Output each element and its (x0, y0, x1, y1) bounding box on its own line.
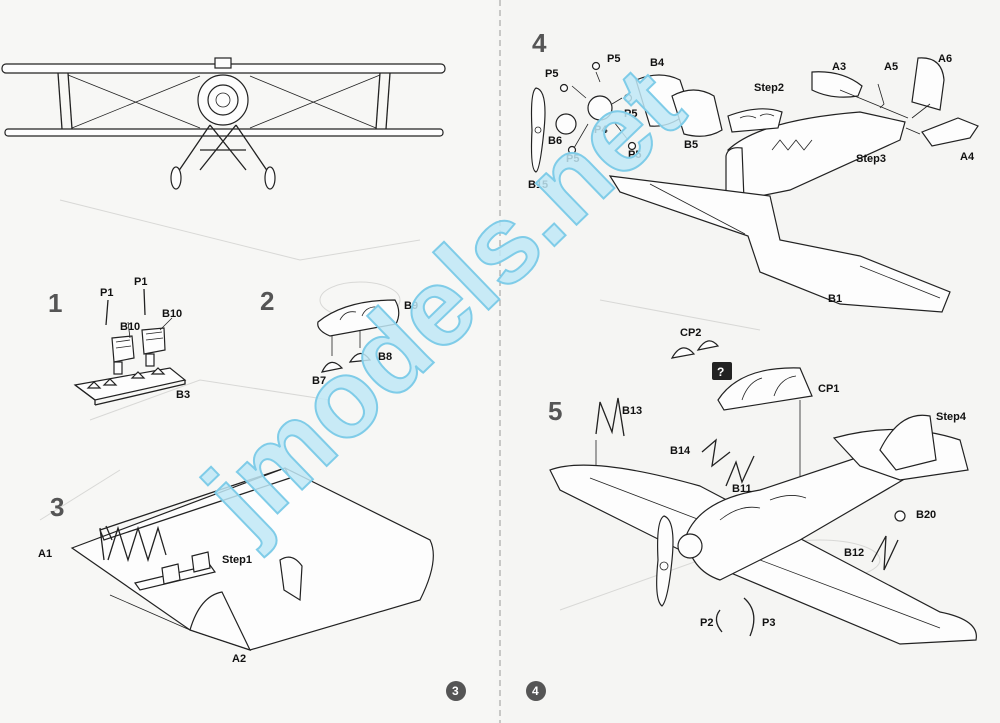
label-p1-b: P1 (134, 276, 147, 288)
step-4-drawing (530, 57, 979, 313)
step-2-number: 2 (260, 286, 274, 316)
label-cp1: CP1 (818, 383, 839, 395)
label-p4: P4 (594, 124, 608, 136)
label-b4: B4 (650, 57, 665, 69)
label-a2: A2 (232, 653, 246, 665)
label-b14: B14 (670, 445, 691, 457)
label-step2-note: Step2 (754, 82, 784, 94)
page-number-4-badge (526, 681, 546, 701)
step-1-drawing (73, 288, 187, 406)
label-b3: B3 (176, 389, 190, 401)
label-p5-a: P5 (545, 68, 558, 80)
query-mark-box (712, 362, 732, 380)
label-b12: B12 (844, 547, 864, 559)
label-b9: B9 (404, 300, 418, 312)
label-step4-note: Step4 (936, 411, 967, 423)
page-number-4: 4 (532, 684, 539, 698)
label-a3: A3 (832, 61, 846, 73)
label-b1: B1 (828, 293, 842, 305)
label-b15: B15 (528, 179, 548, 191)
label-p3: P3 (762, 617, 775, 629)
step-5-drawing (549, 340, 977, 645)
label-p5-e: P5 (628, 149, 641, 161)
label-p1-a: P1 (100, 287, 113, 299)
label-p5-c: P5 (624, 108, 637, 120)
step-5-number: 5 (548, 396, 562, 426)
page-number-3-badge (446, 681, 466, 701)
label-a5: A5 (884, 61, 898, 73)
label-b5: B5 (684, 139, 698, 151)
label-p5-b: P5 (607, 53, 620, 65)
label-b11: B11 (732, 483, 752, 495)
step-3-fuselage-half (70, 467, 434, 652)
label-b10-a: B10 (120, 321, 140, 333)
step-4-number: 4 (532, 28, 547, 58)
step-3-number: 3 (50, 492, 64, 522)
label-a6: A6 (938, 53, 952, 65)
label-step1-note: Step1 (222, 554, 252, 566)
label-p2: P2 (700, 617, 713, 629)
biplane-front-view (1, 57, 446, 190)
label-b7: B7 (312, 375, 326, 387)
query-mark: ? (717, 365, 724, 379)
label-a4: A4 (960, 151, 975, 163)
label-b10-b: B10 (162, 308, 182, 320)
label-cp2: CP2 (680, 327, 701, 339)
label-b13: B13 (622, 405, 642, 417)
step-2-drawing (317, 299, 400, 373)
label-a1: A1 (38, 548, 52, 560)
label-p5-d: P5 (566, 153, 579, 165)
page-number-3: 3 (452, 684, 459, 698)
label-b8: B8 (378, 351, 392, 363)
label-step3-note: Step3 (856, 153, 886, 165)
step-1-number: 1 (48, 288, 62, 318)
label-b20: B20 (916, 509, 936, 521)
label-b6: B6 (548, 135, 562, 147)
